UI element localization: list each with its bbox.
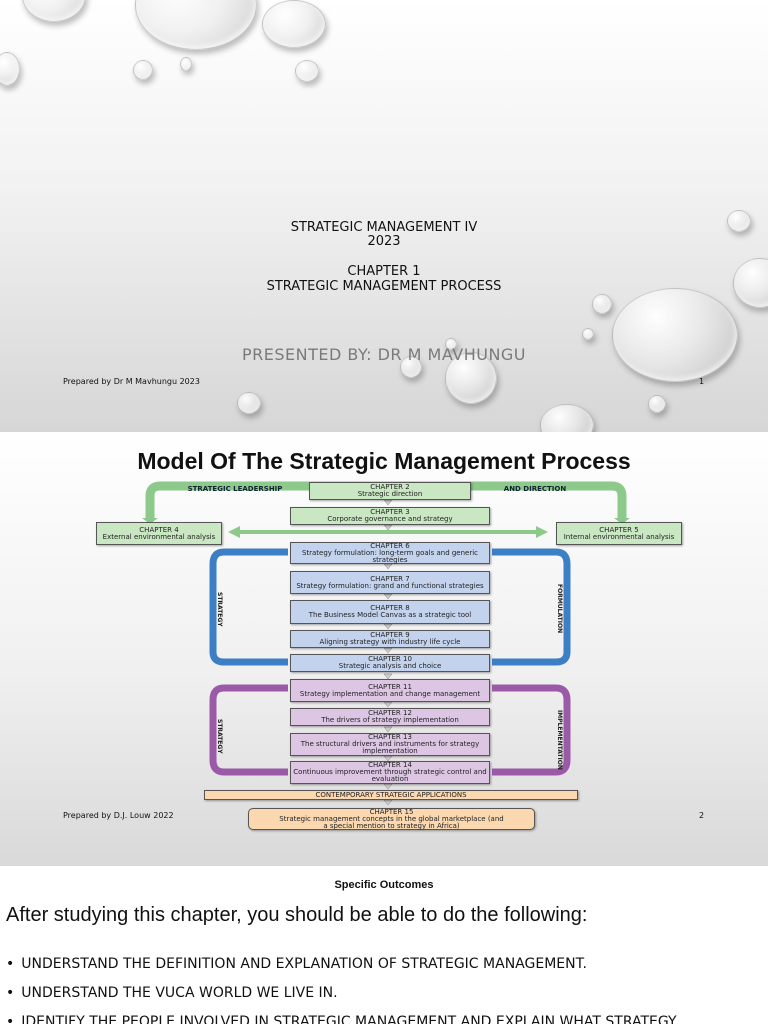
water-drop <box>648 395 666 413</box>
water-drop <box>262 0 326 48</box>
label-strategy-formulation-left: STRATEGY <box>216 592 223 627</box>
slide-1[interactable]: STRATEGIC MANAGEMENT IV 2023 CHAPTER 1 S… <box>0 0 768 432</box>
water-drop <box>445 352 497 404</box>
formulation-bracket-right <box>492 548 571 666</box>
water-drop <box>582 328 594 340</box>
process-diagram <box>142 481 630 806</box>
slide-3[interactable]: Specific Outcomes After studying this ch… <box>0 868 768 1024</box>
slide-footer: Prepared by D.J. Louw 2022 <box>63 811 174 820</box>
water-drop <box>612 288 738 382</box>
slide-2[interactable]: Model Of The Strategic Management Proces… <box>0 434 768 866</box>
slide-title: Model Of The Strategic Management Proces… <box>137 448 631 474</box>
page-number: 2 <box>699 811 705 820</box>
chapter-number: CHAPTER 1 <box>347 264 421 279</box>
label-strategy-implementation-right: IMPLEMENTATION <box>556 710 563 770</box>
page-number: 1 <box>699 377 705 386</box>
banner-label-right: AND DIRECTION <box>503 485 567 493</box>
arrow-head <box>142 518 158 524</box>
water-drop <box>400 356 422 378</box>
water-drop <box>592 294 612 314</box>
water-drop <box>540 404 594 432</box>
water-drop <box>133 60 153 80</box>
arrow-head <box>536 526 548 538</box>
water-drop <box>180 57 192 71</box>
water-drop <box>22 0 86 22</box>
arrow-head <box>614 518 630 524</box>
list-item: IDENTIFY THE PEOPLE INVOLVED IN STRATEGI… <box>6 1014 676 1024</box>
course-title: STRATEGIC MANAGEMENT IV <box>290 220 478 235</box>
banner-label-left: STRATEGIC LEADERSHIP <box>187 485 283 493</box>
formulation-bracket-left <box>209 548 288 666</box>
section-heading: Specific Outcomes <box>334 879 434 891</box>
list-item: UNDERSTAND THE DEFINITION AND EXPLANATIO… <box>6 956 677 972</box>
slide-footer: Prepared by Dr M Mavhungu 2023 <box>63 377 200 386</box>
water-drop <box>295 60 319 82</box>
implementation-bracket-left <box>209 684 288 776</box>
implementation-bracket-right <box>492 684 571 776</box>
water-drop <box>727 210 751 232</box>
list-item: UNDERSTAND THE VUCA WORLD WE LIVE IN. <box>6 985 677 1001</box>
water-drop <box>0 52 20 86</box>
water-drop <box>135 0 257 50</box>
arrow-head <box>228 526 240 538</box>
flow-arrows <box>383 499 393 806</box>
course-year: 2023 <box>367 234 401 249</box>
label-strategy-implementation-left: STRATEGY <box>216 719 223 754</box>
outcomes-list: UNDERSTAND THE DEFINITION AND EXPLANATIO… <box>6 956 677 1024</box>
label-strategy-formulation-right: FORMULATION <box>556 584 563 634</box>
water-drop <box>445 338 457 350</box>
water-drop <box>237 392 261 414</box>
contemporary-applications-bar: CONTEMPORARY STRATEGIC APPLICATIONS <box>204 790 578 800</box>
chapter-title: STRATEGIC MANAGEMENT PROCESS <box>266 279 502 294</box>
presenter-line: PRESENTED BY: DR M MAVHUNGU <box>241 345 527 364</box>
intro-text: After studying this chapter, you should … <box>6 904 588 926</box>
